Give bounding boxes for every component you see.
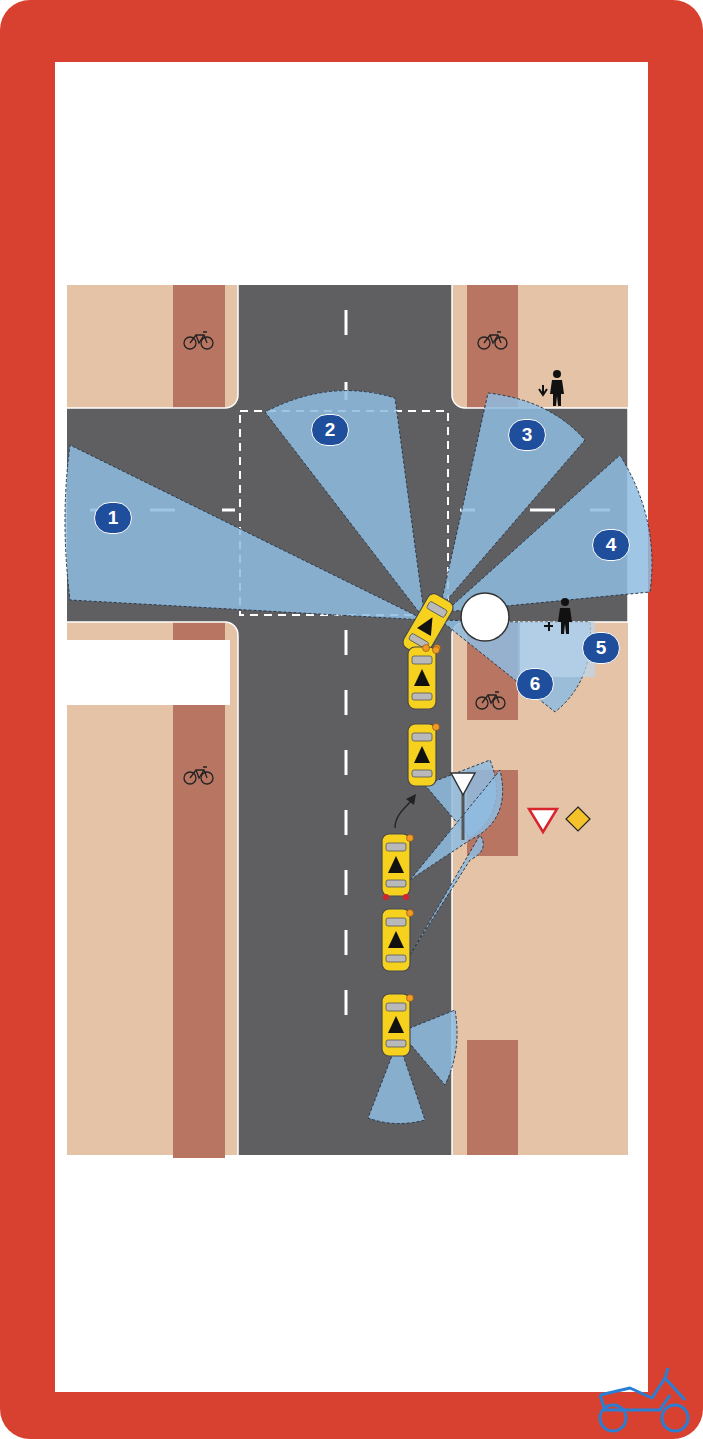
callout-number: 2 xyxy=(311,414,349,446)
view-fans xyxy=(65,391,652,1124)
arrow-head xyxy=(406,794,416,805)
motorcycle-icon xyxy=(600,1368,688,1431)
road xyxy=(67,285,628,1155)
lane-markings xyxy=(90,310,610,1015)
brake-lights xyxy=(383,894,409,900)
callout-number: 6 xyxy=(516,668,554,700)
cars xyxy=(382,591,456,1056)
obstacle xyxy=(461,593,509,641)
inner-panel xyxy=(55,62,648,1392)
yield-sign xyxy=(451,773,590,840)
callout-number: 1 xyxy=(94,502,132,534)
road-edges xyxy=(67,285,628,1155)
pedestrians xyxy=(539,370,572,634)
lane-change-arrow xyxy=(395,800,412,828)
indicators xyxy=(407,645,441,1002)
sidewalk xyxy=(67,285,628,1155)
callout-number: 5 xyxy=(582,632,620,664)
callout-number: 3 xyxy=(508,419,546,451)
blank-block xyxy=(67,640,230,705)
callout-number: 4 xyxy=(592,529,630,561)
